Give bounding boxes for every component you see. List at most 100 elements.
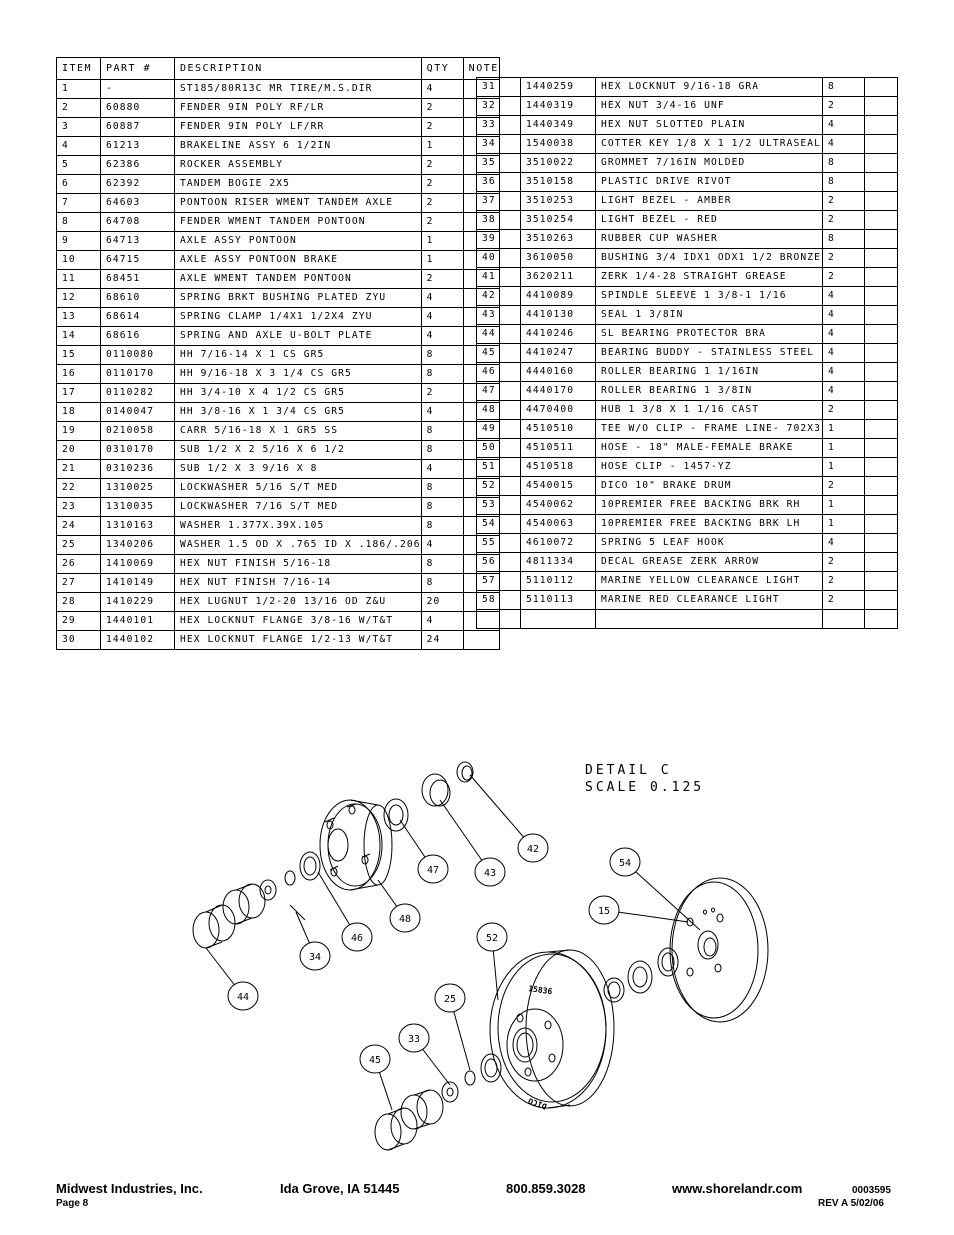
cell-desc: LOCKWASHER 7/16 S/T MED [174, 497, 422, 517]
cell-item: 57 [476, 571, 521, 591]
cell-part: 3610050 [520, 248, 596, 268]
cell-desc: HEX LOCKNUT 9/16-18 GRA [595, 77, 823, 97]
cell-item: 4 [56, 136, 101, 156]
cell-part: 60887 [100, 117, 175, 137]
cell-part: 1410069 [100, 554, 175, 574]
cell-note [864, 400, 898, 420]
cell-item: 12 [56, 288, 101, 308]
callout-15: 15 [598, 906, 610, 917]
cell-item: 56 [476, 552, 521, 572]
cell-item: 22 [56, 478, 101, 498]
cell-desc: SPINDLE SLEEVE 1 3/8-1 1/16 [595, 286, 823, 306]
cell-desc: ROLLER BEARING 1 1/16IN [595, 362, 823, 382]
cell-part: 4540015 [520, 476, 596, 496]
footer-revision: REV A 5/02/06 [818, 1198, 884, 1209]
callout-34: 34 [309, 952, 321, 963]
cell-item: 20 [56, 440, 101, 460]
cell-qty: 8 [822, 153, 865, 173]
cell-part: 0140047 [100, 402, 175, 422]
cell-item: 28 [56, 592, 101, 612]
callout-48: 48 [399, 914, 411, 925]
cell-part: - [100, 79, 175, 99]
cell-item: 8 [56, 212, 101, 232]
cell-qty: 2 [822, 590, 865, 610]
cell-part: 3510022 [520, 153, 596, 173]
cell-desc: LOCKWASHER 5/16 S/T MED [174, 478, 422, 498]
cell-note [864, 552, 898, 572]
cell-qty: 8 [420, 345, 464, 365]
cell-note [864, 419, 898, 439]
cell-qty: 8 [420, 497, 464, 517]
cell-qty: 4 [420, 326, 464, 346]
cell-desc: HEX LUGNUT 1/2-20 13/16 OD Z&U [174, 592, 422, 612]
cell-part: 5110113 [520, 590, 596, 610]
cell-part: 0110282 [100, 383, 175, 403]
cell-item: 32 [476, 96, 521, 116]
cell-part: 1440349 [520, 115, 596, 135]
cell-part: 64715 [100, 250, 175, 270]
cell-qty: 1 [420, 136, 464, 156]
cell-item: 34 [476, 134, 521, 154]
cell-item: 11 [56, 269, 101, 289]
cell-part: 1410229 [100, 592, 175, 612]
cell-item: 27 [56, 573, 101, 593]
cell-part: 4410246 [520, 324, 596, 344]
cell-desc: HH 3/8-16 X 1 3/4 CS GR5 [174, 402, 422, 422]
cell-part: 64708 [100, 212, 175, 232]
cell-part: 1340206 [100, 535, 175, 555]
cell-desc: FENDER 9IN POLY LF/RR [174, 117, 422, 137]
cell-note [864, 229, 898, 249]
cell-part: 4510511 [520, 438, 596, 458]
cell-item: 24 [56, 516, 101, 536]
cell-desc: SPRING CLAMP 1/4X1 1/2X4 ZYU [174, 307, 422, 327]
cell-note [462, 630, 500, 650]
cell-item: 35 [476, 153, 521, 173]
callout-bubbles [227, 833, 641, 1074]
cell-part: 1310035 [100, 497, 175, 517]
cell-item: 55 [476, 533, 521, 553]
cell-item: 30 [56, 630, 101, 650]
cell-item: 15 [56, 345, 101, 365]
cell-qty: 4 [822, 381, 865, 401]
cell-note [864, 381, 898, 401]
cell-desc: ROCKER ASSEMBLY [174, 155, 422, 175]
cell-desc: ST185/80R13C MR TIRE/M.S.DIR [174, 79, 422, 99]
cell-qty: 8 [822, 172, 865, 192]
footer-page: Page 8 [56, 1198, 89, 1209]
cell-desc: WASHER 1.5 OD X .765 ID X .186/.206 [174, 535, 422, 555]
cell-part: 5110112 [520, 571, 596, 591]
cell-note [864, 172, 898, 192]
cell-qty: 2 [420, 98, 464, 118]
cell-part: 1440319 [520, 96, 596, 116]
callout-46: 46 [351, 933, 363, 944]
cell-desc [595, 609, 823, 629]
cell-note [864, 324, 898, 344]
cell-desc: BUSHING 3/4 IDX1 ODX1 1/2 BRONZE [595, 248, 823, 268]
cell-desc: HEX NUT 3/4-16 UNF [595, 96, 823, 116]
cell-qty: 1 [822, 495, 865, 515]
cell-qty: 2 [420, 174, 464, 194]
cell-item: 26 [56, 554, 101, 574]
cell-item: 52 [476, 476, 521, 496]
